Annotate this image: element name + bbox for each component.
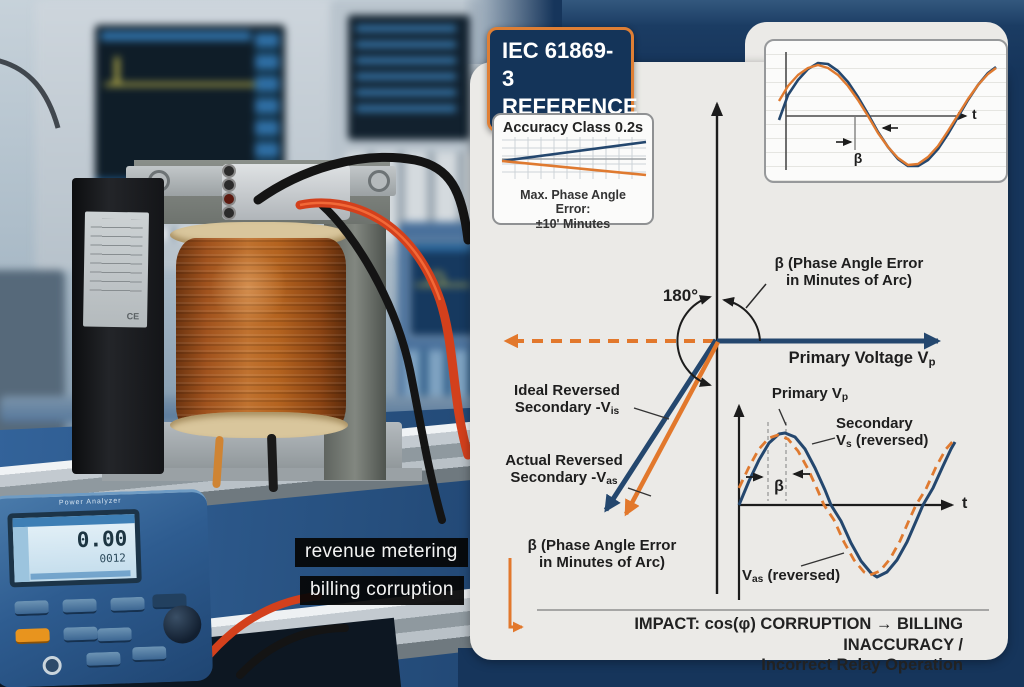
analyzer-key xyxy=(63,626,98,643)
analyzer-screen: 0.00 0012 xyxy=(12,514,137,583)
voltage-transformer: CE xyxy=(72,150,422,493)
caption-revenue-metering: revenue metering xyxy=(295,538,468,567)
label-primary-voltage: Primary Voltage Vp xyxy=(788,349,936,369)
analyzer-display-sub: 0012 xyxy=(99,551,127,566)
analyzer-key-orange xyxy=(15,628,50,645)
bobbin-flange-bottom xyxy=(170,412,348,438)
label-wave-vas: Vas (reversed) xyxy=(742,567,841,586)
analyzer-key xyxy=(132,646,167,663)
analyzer-key xyxy=(62,598,97,615)
lower-error-limit-line xyxy=(501,159,647,177)
label-wave-beta: β xyxy=(774,478,784,495)
accuracy-note-line2: ±10' Minutes xyxy=(535,216,611,231)
nameplate-lines xyxy=(89,218,143,298)
label-wave-primary: Primary Vp xyxy=(771,385,849,404)
power-analyzer: Power Analyzer 0.00 0012 xyxy=(0,482,231,687)
mid-instrument-screen xyxy=(348,15,470,140)
label-ideal-reversed: Ideal Reversed Secondary -Vis xyxy=(514,382,620,418)
terminal-post xyxy=(222,206,236,220)
terminal-box xyxy=(222,164,350,220)
label-180-degrees: 180° xyxy=(662,286,698,305)
terminal-post xyxy=(222,192,236,206)
clamp-bolt xyxy=(368,170,390,192)
error-limit-chart xyxy=(501,137,647,179)
copper-winding xyxy=(176,238,346,434)
analyzer-key xyxy=(97,627,132,644)
accuracy-class-box: Accuracy Class 0.2s Max. Phase Angle Err… xyxy=(492,113,654,231)
label-wave-t: t xyxy=(962,495,968,512)
analyzer-key xyxy=(86,651,121,668)
label-beta-bottom: β (Phase Angle Error in Minutes of Arc) xyxy=(527,537,677,572)
winding-highlight xyxy=(210,247,287,327)
analyzer-display-main: 0.00 xyxy=(76,526,128,553)
analyzer-key xyxy=(110,596,145,613)
screen-footer xyxy=(30,570,131,580)
right-instrument-screen xyxy=(408,240,478,338)
badge-line1: IEC 61869-3 xyxy=(502,38,614,92)
label-inset-beta: β xyxy=(853,150,863,166)
label-inset-t: t xyxy=(972,106,977,122)
screen-sidebar xyxy=(12,526,30,583)
terminal-post xyxy=(222,178,236,192)
caption-billing-corruption: billing corruption xyxy=(300,576,464,605)
upper-error-limit-line xyxy=(501,140,647,163)
label-beta-top: β (Phase Angle Error in Minutes of Arc) xyxy=(774,255,924,290)
impact-statement: IMPACT: cos(φ) CORRUPTION → BILLING INAC… xyxy=(634,615,963,675)
accuracy-note-line1: Max. Phase Angle Error: xyxy=(520,188,626,217)
accuracy-title: Accuracy Class 0.2s xyxy=(502,120,644,136)
label-actual-reversed: Actual Reversed Secondary -Vas xyxy=(505,452,623,488)
terminal-post xyxy=(222,164,236,178)
ce-mark: CE xyxy=(126,310,140,322)
label-wave-secondary: Secondary Vs (reversed) xyxy=(836,415,929,451)
analyzer-key xyxy=(14,600,49,617)
nameplate: CE xyxy=(83,211,149,328)
